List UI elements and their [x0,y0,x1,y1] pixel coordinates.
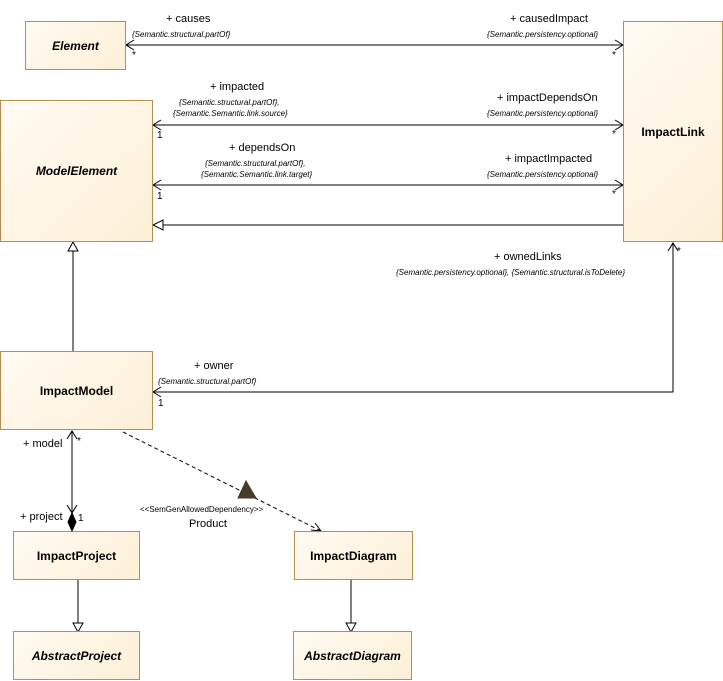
impacted-role-name: + impacted [210,81,265,93]
causes-constraint: {Semantic.structural.partOf} [132,30,231,39]
impact-model-generalization-head [67,240,79,252]
class-impact-link-label: ImpactLink [641,124,705,139]
class-abstract-diagram-label: AbstractDiagram [304,648,401,663]
causes-arrow-left [125,39,135,51]
impacted-multiplicity: 1 [157,130,163,141]
class-abstract-diagram[interactable]: AbstractDiagram [293,631,412,680]
class-impact-link[interactable]: ImpactLink [623,21,723,242]
impact-impacted-role-name: + impactImpacted [505,153,593,165]
class-impact-diagram-label: ImpactDiagram [310,548,397,563]
impacted-constraint-2: {Semantic.Semantic.link.source} [173,109,288,118]
project-multiplicity: 1 [78,513,84,524]
class-abstract-project[interactable]: AbstractProject [13,631,140,680]
caused-impact-role-name: + causedImpact [510,13,588,25]
impact-depends-on-role-name: + impactDependsOn [497,92,598,104]
causes-multiplicity: * [132,50,136,61]
project-composition-diamond [67,511,77,533]
depends-on-arrow-left [152,179,162,191]
class-element[interactable]: Element [25,21,126,70]
owner-constraint: {Semantic.structural.partOf} [158,377,257,386]
depends-on-constraint-2: {Semantic.Semantic.link.target} [201,170,313,179]
owned-links-association-line[interactable] [153,243,674,393]
impact-link-generalization-head [151,219,164,231]
class-impact-project[interactable]: ImpactProject [13,531,140,580]
product-dependency-line[interactable] [122,431,322,532]
owner-arrow-left [152,386,162,398]
model-arrow-up [66,430,78,440]
project-role-name: + project [20,511,63,523]
owned-links-multiplicity: * [677,246,681,257]
class-abstract-project-label: AbstractProject [31,648,122,663]
impact-depends-on-constraint: {Semantic.persistency.optional} [487,109,599,118]
impacted-arrow-left [152,119,162,131]
class-impact-diagram[interactable]: ImpactDiagram [294,531,413,580]
depends-on-multiplicity: 1 [157,191,163,202]
impact-impacted-constraint: {Semantic.persistency.optional} [487,170,599,179]
caused-impact-constraint: {Semantic.persistency.optional} [487,30,599,39]
class-element-label: Element [52,38,99,53]
class-model-element-label: ModelElement [35,164,118,178]
model-multiplicity: * [77,436,81,447]
impact-impacted-multiplicity: * [612,189,616,200]
impacted-constraint-1: {Semantic.structural.partOf}, [179,98,280,107]
depends-on-role-name: + dependsOn [229,142,296,154]
depends-on-constraint-1: {Semantic.structural.partOf}, [205,159,306,168]
causes-role-name: + causes [166,13,211,25]
impact-depends-on-multiplicity: * [612,129,616,140]
model-role-name: + model [23,438,63,450]
impact-project-generalization-head [72,622,84,634]
dependency-name: Product [189,518,227,530]
owned-links-arrow-up [667,242,679,252]
caused-impact-multiplicity: * [612,50,616,61]
class-impact-model-label: ImpactModel [39,383,114,398]
class-impact-project-label: ImpactProject [36,548,117,563]
owner-multiplicity: 1 [158,398,164,409]
dependency-stereotype: <<SemGenAllowedDependency>> [140,505,264,514]
owned-links-constraint: {Semantic.persistency.optional}, {Semant… [396,268,626,277]
class-model-element[interactable]: ModelElement [0,100,153,242]
owner-role-name: + owner [194,360,234,372]
owned-links-role-name: + ownedLinks [494,251,562,263]
class-impact-model[interactable]: ImpactModel [0,351,153,430]
impact-diagram-generalization-head [345,622,357,634]
dependency-direction-triangle [237,479,257,499]
